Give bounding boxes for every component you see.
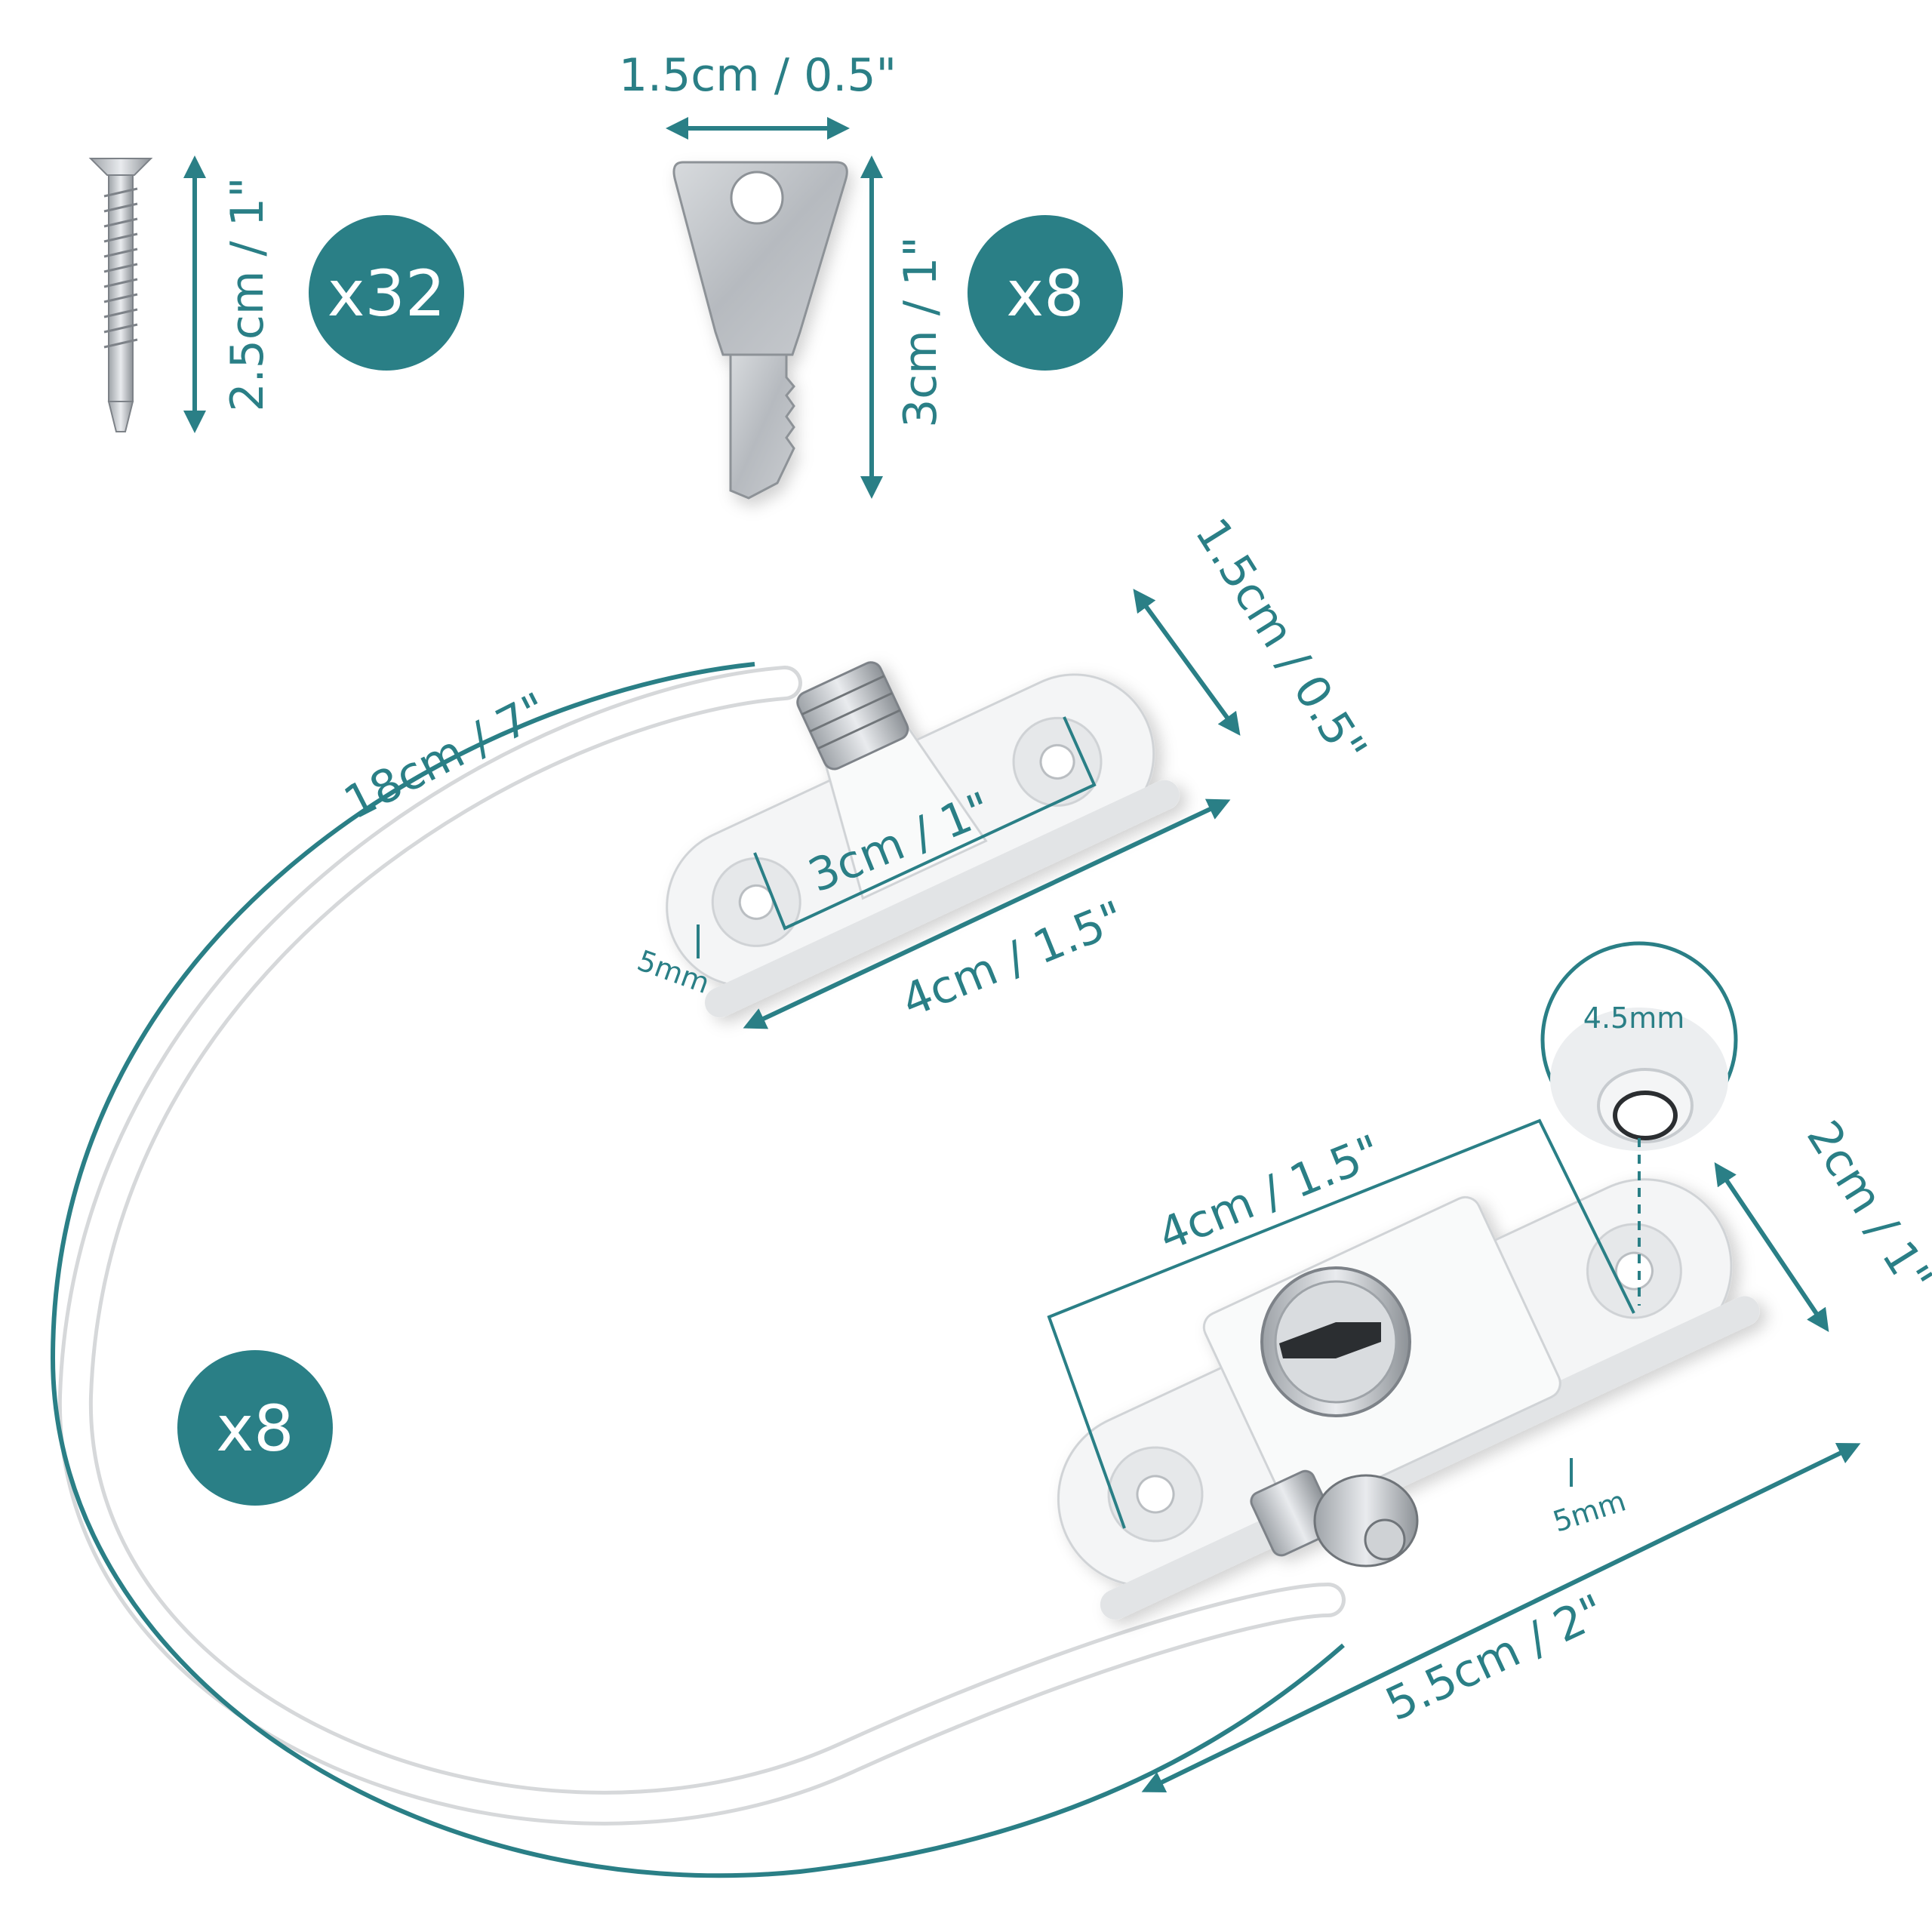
cable-length-dimension-line <box>50 662 1345 1878</box>
cable-end-stud <box>1313 1474 1419 1567</box>
lock-bracket-length-dimension-arrow <box>1141 1442 1861 1793</box>
cable-quantity-badge: x8 <box>177 1350 333 1506</box>
key-height-label: 3cm / 1" <box>894 236 947 428</box>
lock-bracket-hole-spacing-bracket <box>1047 1118 1635 1529</box>
small-bracket-width-label: 1.5cm / 0.5" <box>1185 509 1377 773</box>
lock-cylinder <box>1260 1266 1411 1417</box>
key-width-label: 1.5cm / 0.5" <box>619 49 897 102</box>
key-quantity-badge: x8 <box>968 215 1123 371</box>
hole-detail-magnifier: 4.5mm <box>1540 941 1738 1151</box>
screw-illustration <box>88 158 153 432</box>
key-quantity-text: x8 <box>1006 257 1084 331</box>
small-bracket-width-dimension-arrow <box>1133 589 1241 736</box>
key-illustration <box>672 161 848 500</box>
screw-quantity-text: x32 <box>328 257 446 331</box>
screw-height-label: 2.5cm / 1" <box>221 177 274 412</box>
lock-bracket-width-dimension-arrow <box>1714 1162 1829 1332</box>
small-bracket-length-dimension-arrow <box>743 798 1231 1029</box>
cable-quantity-text: x8 <box>216 1392 294 1466</box>
screw-quantity-badge: x32 <box>309 215 464 371</box>
small-bracket-illustration <box>666 661 1180 1018</box>
hole-diameter-label: 4.5mm <box>1583 1001 1684 1035</box>
lock-bracket-width-label: 2cm / 1" <box>1796 1112 1932 1302</box>
lock-bracket-thickness-label: 5mm <box>1549 1484 1629 1539</box>
lock-bracket-hole-spacing-label: 4cm / 1.5" <box>1151 1125 1389 1262</box>
